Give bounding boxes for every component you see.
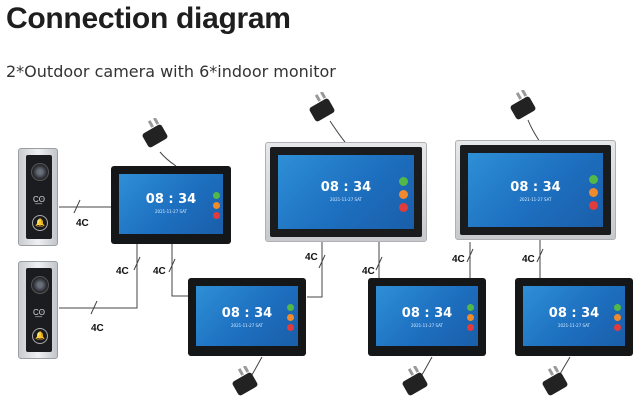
card-reader-icon: C͟ʘ	[33, 195, 45, 204]
monitor-time: 08 : 34	[548, 306, 600, 321]
message-icon	[614, 314, 621, 321]
card-reader-icon: C͟ʘ	[33, 308, 45, 317]
alarm-icon	[399, 203, 408, 212]
alarm-icon	[467, 324, 474, 331]
power-adapter-icon	[232, 366, 258, 396]
page-subtitle: 2*Outdoor camera with 6*indoor monitor	[6, 62, 336, 81]
wire-monitor1-monitor2	[171, 244, 188, 297]
wire-label: 4C	[153, 266, 166, 277]
indoor-monitor-4: 08 : 34 2021-11-27 SAT	[368, 278, 486, 356]
phone-icon	[614, 304, 621, 311]
monitor-time: 08 : 34	[145, 192, 197, 207]
outdoor-camera-2: C͟ʘ 🔔	[18, 261, 58, 359]
message-icon	[589, 188, 598, 197]
monitor-date: 2021-11-27 SAT	[330, 197, 362, 202]
alarm-icon	[614, 324, 621, 331]
power-adapter-icon	[510, 90, 536, 120]
message-icon	[467, 314, 474, 321]
power-adapter-icon	[542, 366, 568, 396]
monitor-time: 08 : 34	[510, 180, 561, 195]
message-icon	[287, 314, 294, 321]
indoor-monitor-5: 08 : 34 2021-11-27 SAT	[455, 140, 616, 240]
wire-label: 4C	[305, 252, 318, 263]
camera-lens-icon	[31, 276, 49, 294]
alarm-icon	[589, 201, 598, 210]
indoor-monitor-6: 08 : 34 2021-11-27 SAT	[515, 278, 633, 356]
monitor-date: 2021-11-27 SAT	[519, 197, 552, 202]
camera-lens-icon	[31, 163, 49, 181]
indoor-monitor-1: 08 : 34 2021-11-27 SAT	[111, 166, 231, 244]
wire-monitor2-monitor3	[307, 242, 323, 298]
wire-label: 4C	[76, 218, 89, 229]
doorbell-icon: 🔔	[32, 328, 48, 344]
power-adapter-icon	[309, 92, 335, 122]
wire-camera2-monitor1	[59, 244, 138, 309]
monitor-time: 08 : 34	[401, 306, 453, 321]
power-adapter-icon	[402, 366, 428, 396]
page-title: Connection diagram	[6, 2, 291, 35]
power-adapter-icon	[142, 118, 168, 148]
message-icon	[399, 190, 408, 199]
wire-label: 4C	[452, 254, 465, 265]
alarm-icon	[213, 212, 220, 219]
wire-label: 4C	[116, 266, 129, 277]
phone-icon	[213, 192, 220, 199]
wire-label: 4C	[91, 323, 104, 334]
indoor-monitor-2: 08 : 34 2021-11-27 SAT	[188, 278, 306, 356]
doorbell-icon: 🔔	[32, 215, 48, 231]
phone-icon	[467, 304, 474, 311]
indoor-monitor-3: 08 : 34 2021-11-27 SAT	[265, 142, 427, 242]
monitor-date: 2021-11-27 SAT	[231, 323, 263, 328]
monitor-date: 2021-11-27 SAT	[558, 323, 590, 328]
monitor-date: 2021-11-27 SAT	[155, 209, 187, 214]
alarm-icon	[287, 324, 294, 331]
wire-label: 4C	[362, 266, 375, 277]
phone-icon	[287, 304, 294, 311]
monitor-date: 2021-11-27 SAT	[411, 323, 443, 328]
monitor-time: 08 : 34	[320, 180, 372, 195]
wire-label: 4C	[522, 254, 535, 265]
message-icon	[213, 202, 220, 209]
phone-icon	[589, 175, 598, 184]
outdoor-camera-1: C͟ʘ 🔔	[18, 148, 58, 246]
phone-icon	[399, 177, 408, 186]
monitor-time: 08 : 34	[221, 306, 273, 321]
